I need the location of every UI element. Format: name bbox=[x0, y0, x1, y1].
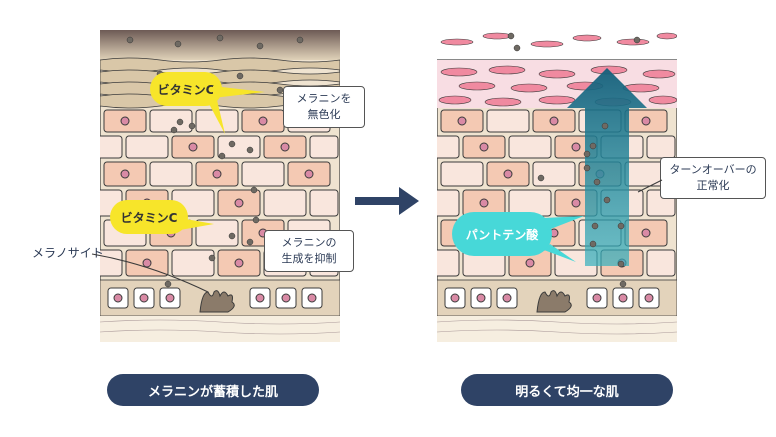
melanocyte-leader bbox=[91, 253, 209, 293]
vitamin-c-badge-mid: ビタミンC bbox=[110, 200, 188, 234]
pantothenic-acid-badge: パントテン酸 bbox=[452, 212, 552, 256]
callout-turnover-leader bbox=[637, 179, 663, 193]
turnover-arrow bbox=[567, 68, 647, 266]
caption-melanin-accumulated: メラニンが蓄積した肌 bbox=[107, 374, 319, 406]
melanocyte-cell-right bbox=[536, 290, 572, 313]
callout-inhibit-melanin: メラニンの 生成を抑制 bbox=[264, 230, 354, 272]
callout-turnover-normalization: ターンオーバーの 正常化 bbox=[660, 157, 766, 199]
callout-decolorize-melanin: メラニンを 無色化 bbox=[283, 86, 365, 128]
vitamin-c-mid-pointer bbox=[180, 218, 214, 230]
melanin-granules-right bbox=[507, 32, 641, 288]
vitamin-c-top-pointers bbox=[207, 86, 265, 134]
pantothenic-pointers bbox=[544, 216, 584, 262]
transition-arrow bbox=[355, 187, 419, 215]
melanocyte-label: メラノサイト bbox=[32, 246, 104, 260]
melanocyte-cell bbox=[199, 290, 235, 313]
caption-bright-even-skin: 明るくて均一な肌 bbox=[461, 374, 673, 406]
